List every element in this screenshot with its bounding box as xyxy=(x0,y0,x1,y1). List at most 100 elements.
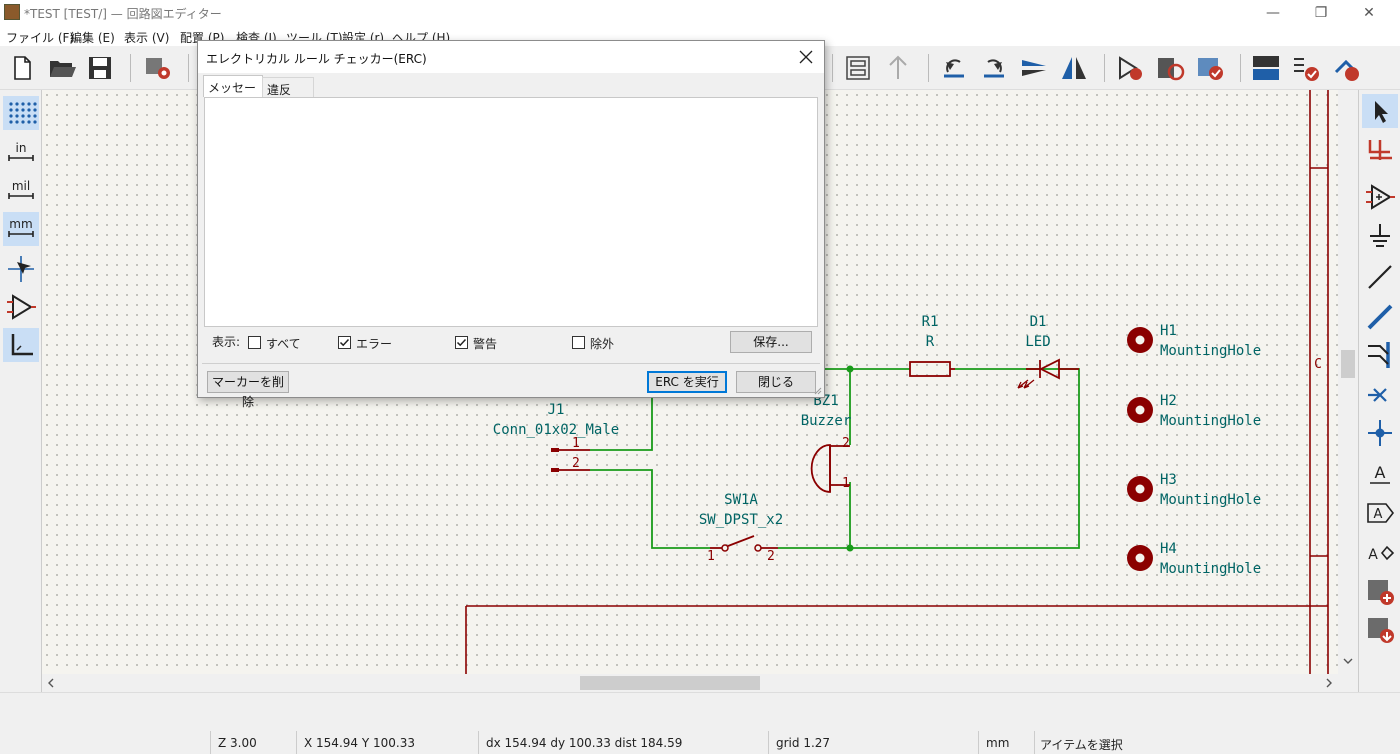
vertical-scroll-thumb[interactable] xyxy=(1341,350,1355,378)
tab-violations[interactable]: 違反 xyxy=(262,77,314,97)
h2-value: MountingHole xyxy=(1160,413,1261,429)
import-sheet-pin-icon[interactable] xyxy=(1362,612,1398,646)
horizontal-scroll-thumb[interactable] xyxy=(580,676,760,690)
status-separator xyxy=(978,731,979,754)
dialog-divider xyxy=(202,363,820,364)
resize-grip-icon[interactable] xyxy=(814,387,822,395)
cursor-crosshair-icon[interactable] xyxy=(3,252,39,286)
mirror-horizontal-icon[interactable] xyxy=(1058,52,1090,84)
checkbox-box[interactable] xyxy=(338,336,351,349)
toolbar-separator xyxy=(832,54,833,82)
annotate-r-icon[interactable] xyxy=(1250,52,1282,84)
menu-view[interactable]: 表示 (V) xyxy=(124,31,170,45)
units-mil-label: mil xyxy=(12,179,30,193)
menu-file[interactable]: ファイル (F) xyxy=(6,31,75,45)
annotate-icon[interactable] xyxy=(1114,52,1146,84)
erc-dialog-titlebar[interactable]: エレクトリカル ルール チェッカー(ERC) xyxy=(198,41,824,73)
maximize-button[interactable]: ❐ xyxy=(1314,5,1328,21)
rotate-ccw-icon[interactable] xyxy=(938,52,970,84)
add-global-label-icon[interactable]: A xyxy=(1362,496,1398,530)
status-cursor-position: X 154.94 Y 100.33 xyxy=(304,736,415,750)
units-inch-icon[interactable]: in xyxy=(3,136,39,170)
run-erc-button[interactable]: ERC を実行 xyxy=(647,371,727,393)
j1-value: Conn_01x02_Male xyxy=(493,422,619,438)
units-mm-label: mm xyxy=(9,217,32,231)
add-wire-icon[interactable] xyxy=(1362,260,1398,294)
checkbox-box[interactable] xyxy=(455,336,468,349)
add-bus-icon[interactable] xyxy=(1362,300,1398,334)
checkmark-icon xyxy=(339,338,350,347)
mounting-hole-h2[interactable]: H2 MountingHole xyxy=(1127,393,1261,429)
no-connect-flag-icon[interactable] xyxy=(1362,378,1398,412)
close-dialog-button[interactable]: 閉じる xyxy=(736,371,816,393)
add-sheet-icon[interactable] xyxy=(1362,574,1398,608)
horizontal-scrollbar[interactable] xyxy=(42,674,1338,692)
j1-pin-1: 1 xyxy=(572,436,580,451)
add-label-icon[interactable]: A xyxy=(1362,456,1398,490)
hierarchy-navigator-icon[interactable] xyxy=(842,52,874,84)
units-mm-icon[interactable]: mm xyxy=(3,212,39,246)
units-inch-label: in xyxy=(16,141,27,155)
grid-toggle-icon[interactable] xyxy=(3,96,39,130)
add-symbol-icon[interactable] xyxy=(1362,180,1398,214)
mounting-hole-h1[interactable]: H1 MountingHole xyxy=(1127,323,1261,359)
border-zone-letter: C xyxy=(1314,357,1322,372)
add-bus-entry-icon[interactable] xyxy=(1362,338,1398,372)
highlight-net-icon[interactable] xyxy=(1362,132,1398,166)
led-d1[interactable]: D1 LED xyxy=(1017,314,1079,389)
leave-sheet-arrow-up-icon[interactable] xyxy=(882,52,914,84)
scroll-left-arrow-icon[interactable] xyxy=(46,678,56,688)
new-file-icon[interactable] xyxy=(6,52,38,84)
checkbox-box[interactable] xyxy=(572,336,585,349)
sw1a-pin-2: 2 xyxy=(767,549,775,564)
toolbar-separator xyxy=(1104,54,1105,82)
left-toolbar: in mil mm xyxy=(0,90,42,692)
add-hierarchical-label-icon[interactable]: A xyxy=(1362,536,1398,570)
bz1-value: Buzzer xyxy=(801,413,852,429)
toolbar-separator xyxy=(1240,54,1241,82)
pcb-editor-icon[interactable] xyxy=(1330,52,1362,84)
h3-reference: H3 xyxy=(1160,472,1177,488)
h1-reference: H1 xyxy=(1160,323,1177,339)
bom-icon[interactable] xyxy=(1290,52,1322,84)
tab-messages[interactable]: メッセージ xyxy=(203,75,263,112)
rotate-cw-icon[interactable] xyxy=(978,52,1010,84)
resistor-r1[interactable]: R1 R xyxy=(909,314,955,377)
d1-reference: D1 xyxy=(1030,314,1047,330)
add-power-ground-icon[interactable] xyxy=(1362,220,1398,254)
scroll-down-arrow-icon[interactable] xyxy=(1343,656,1353,666)
erc-icon[interactable] xyxy=(1194,52,1226,84)
sw1a-reference: SW1A xyxy=(724,492,758,508)
minimize-button[interactable]: — xyxy=(1266,5,1280,21)
add-junction-icon[interactable] xyxy=(1362,416,1398,450)
buzzer-bz1[interactable]: 2 1 BZ1 Buzzer xyxy=(801,393,852,493)
line-45-degree-mode-icon[interactable] xyxy=(3,328,39,362)
messages-panel[interactable] xyxy=(204,97,818,327)
menu-edit[interactable]: 編集 (E) xyxy=(70,31,115,45)
save-button[interactable]: 保存... xyxy=(730,331,812,353)
mounting-hole-h3[interactable]: H3 MountingHole xyxy=(1127,472,1261,508)
schematic-setup-icon[interactable] xyxy=(142,52,174,84)
scroll-right-arrow-icon[interactable] xyxy=(1324,678,1334,688)
select-arrow-icon[interactable] xyxy=(1362,94,1398,128)
status-separator xyxy=(768,731,769,754)
close-icon[interactable] xyxy=(788,41,824,73)
delete-markers-button[interactable]: マーカーを削除 xyxy=(207,371,289,409)
show-hidden-pins-icon[interactable] xyxy=(3,290,39,324)
mirror-vertical-icon[interactable] xyxy=(1018,52,1050,84)
h2-reference: H2 xyxy=(1160,393,1177,409)
connector-j1[interactable]: 1 2 J1 Conn_01x02_Male xyxy=(493,402,619,472)
vertical-scrollbar[interactable] xyxy=(1338,90,1358,674)
switch-sw1a[interactable]: 1 2 SW1A SW_DPST_x2 xyxy=(699,492,783,564)
close-window-button[interactable]: ✕ xyxy=(1363,5,1375,21)
h4-value: MountingHole xyxy=(1160,561,1261,577)
save-icon[interactable] xyxy=(84,52,116,84)
toolbar-separator xyxy=(130,54,131,82)
symbol-fields-table-icon[interactable] xyxy=(1154,52,1186,84)
units-mil-icon[interactable]: mil xyxy=(3,174,39,208)
mounting-hole-h4[interactable]: H4 MountingHole xyxy=(1127,541,1261,577)
add-global-label-glyph: A xyxy=(1374,507,1383,522)
checkbox-box[interactable] xyxy=(248,336,261,349)
title-bar: *TEST [TEST/] — 回路図エディター — ❐ ✕ xyxy=(0,0,1400,26)
open-folder-icon[interactable] xyxy=(46,52,78,84)
